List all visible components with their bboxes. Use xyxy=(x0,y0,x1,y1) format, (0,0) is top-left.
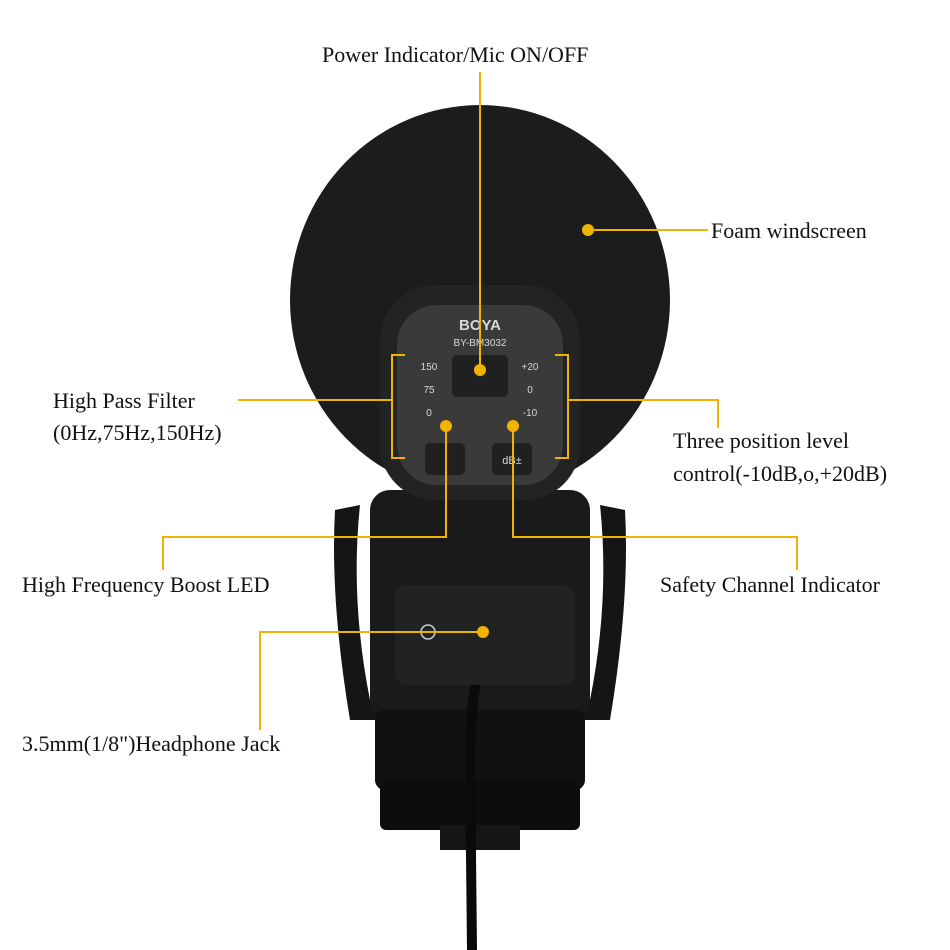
leader-level xyxy=(555,354,719,459)
shoe-mount xyxy=(380,780,580,830)
hpf-mark-150: 150 xyxy=(421,362,438,373)
dot-power xyxy=(474,364,486,376)
dot-hf-boost xyxy=(440,420,452,432)
leader-hpf xyxy=(238,354,405,459)
dot-safety xyxy=(507,420,519,432)
leader-hf-boost xyxy=(162,426,447,570)
label-power: Power Indicator/Mic ON/OFF xyxy=(322,42,589,67)
label-safety: Safety Channel Indicator xyxy=(660,572,880,597)
dot-foam xyxy=(582,224,594,236)
leader-headphone xyxy=(259,631,483,730)
level-mark-0: 0 xyxy=(527,385,533,396)
shock-mount xyxy=(334,505,626,720)
level-mark-plus20: +20 xyxy=(522,362,539,373)
hpf-mark-0: 0 xyxy=(426,408,432,419)
label-level-1: Three position level xyxy=(673,428,849,453)
dot-headphone xyxy=(477,626,489,638)
label-hf-boost: High Frequency Boost LED xyxy=(22,572,270,597)
label-high-pass-1: High Pass Filter xyxy=(53,388,195,413)
label-high-pass-2: (0Hz,75Hz,150Hz) xyxy=(53,420,222,445)
mount-base xyxy=(375,710,585,790)
shoe-foot xyxy=(440,825,520,850)
label-level-2: control(-10dB,o,+20dB) xyxy=(673,461,888,486)
level-mark-minus10: -10 xyxy=(523,408,538,419)
label-headphone: 3.5mm(1/8")Headphone Jack xyxy=(22,731,281,756)
leader-lines xyxy=(162,72,798,730)
hpf-mark-75: 75 xyxy=(423,385,435,396)
label-foam: Foam windscreen xyxy=(711,218,867,243)
leader-safety xyxy=(512,426,798,570)
